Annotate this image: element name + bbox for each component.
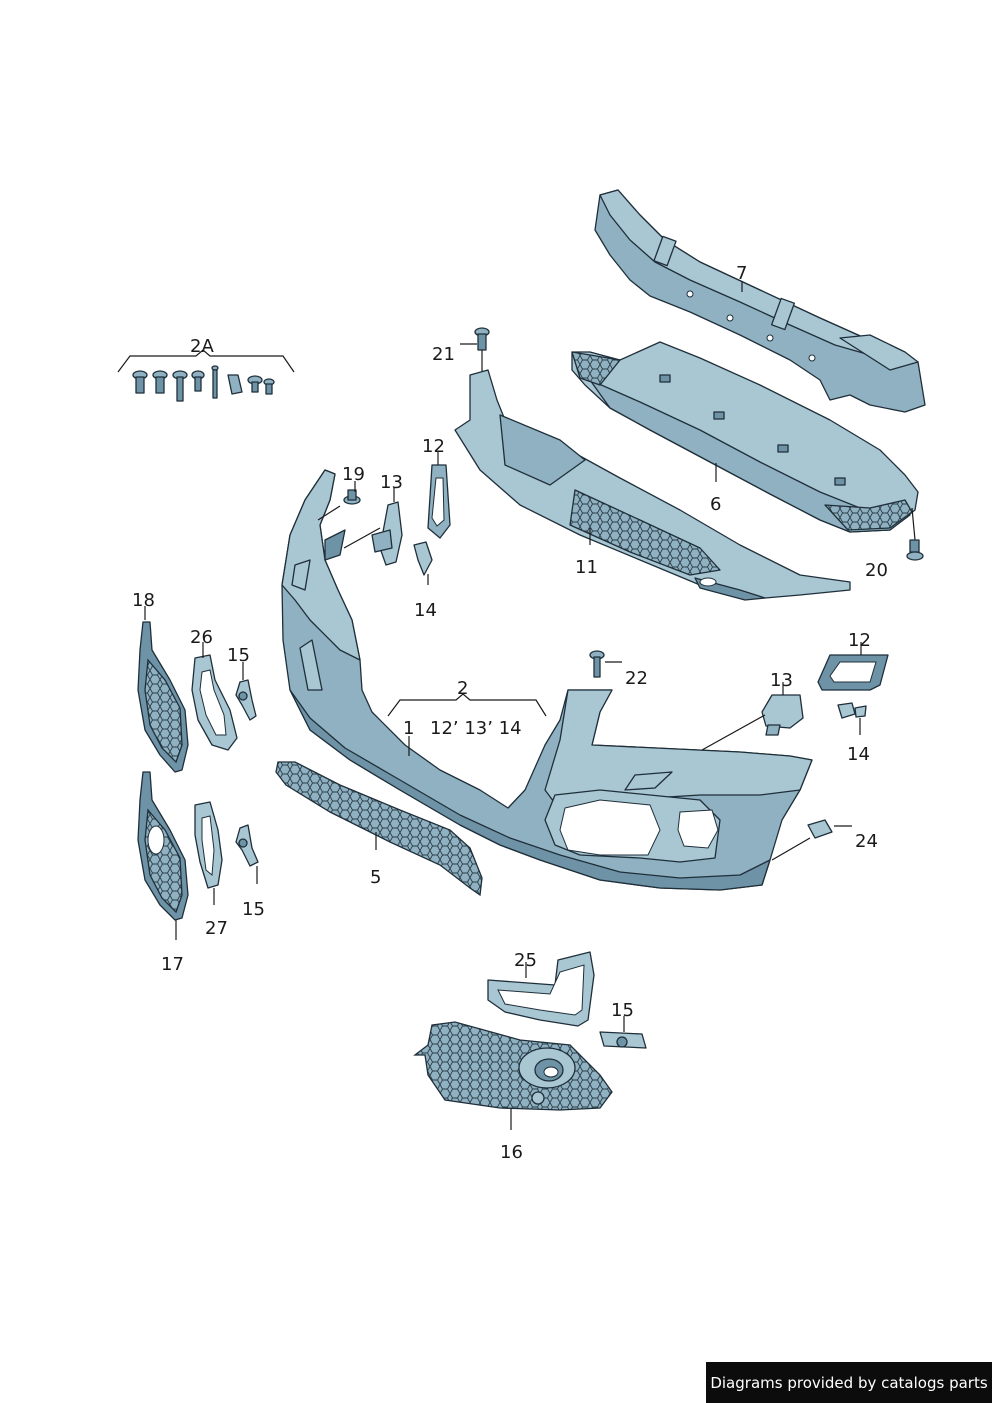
bracket-2 [387, 693, 547, 717]
part-20-screw[interactable] [906, 507, 924, 561]
part-18-grille-insert[interactable] [137, 606, 189, 773]
part-19-screw[interactable] [317, 481, 361, 521]
part-2A-fastener-kit[interactable] [117, 349, 295, 402]
part-15-clip-b[interactable] [235, 824, 259, 884]
callout-26: 26 [190, 627, 213, 648]
part-14-right-clip[interactable] [837, 702, 867, 735]
callout-24: 24 [855, 831, 878, 852]
part-21-clip[interactable] [474, 327, 490, 372]
part-13-right-bracket[interactable] [701, 682, 804, 751]
callout-19: 19 [342, 464, 365, 485]
part-6-undertray[interactable] [571, 341, 919, 533]
callout-27: 27 [205, 918, 228, 939]
callout-1: 1 [403, 718, 414, 739]
callout-group: 12’ 13’ 14 [430, 718, 522, 739]
callout-15b: 15 [242, 899, 265, 920]
part-1-bumper-cover[interactable] [281, 469, 813, 891]
callout-6: 6 [710, 494, 721, 515]
callout-21: 21 [432, 344, 455, 365]
callout-2A: 2A [190, 336, 214, 357]
part-25-trim[interactable] [487, 951, 595, 1027]
credit-label: Diagrams provided by catalogs parts [706, 1362, 992, 1403]
part-22-screw[interactable] [589, 650, 622, 678]
part-16-fog-grille[interactable] [413, 1021, 613, 1130]
part-27-trim[interactable] [194, 801, 223, 905]
callout-22: 22 [625, 668, 648, 689]
part-24-nut[interactable] [771, 819, 852, 861]
callout-2: 2 [457, 678, 468, 699]
callout-13b: 13 [770, 670, 793, 691]
callout-25: 25 [514, 950, 537, 971]
callout-14a: 14 [414, 600, 437, 621]
callout-13a: 13 [380, 472, 403, 493]
part-15-clip-c[interactable] [599, 1016, 647, 1049]
part-17-grille-insert[interactable] [137, 771, 189, 940]
callout-17: 17 [161, 954, 184, 975]
part-11-upper-cover[interactable] [454, 369, 851, 601]
callout-12b: 12 [848, 630, 871, 651]
callout-20: 20 [865, 560, 888, 581]
part-15-clip-a[interactable] [235, 662, 257, 721]
callout-16: 16 [500, 1142, 523, 1163]
callout-11: 11 [575, 557, 598, 578]
part-5-lower-grille[interactable] [275, 761, 483, 897]
callout-14b: 14 [847, 744, 870, 765]
part-7-impact-bar[interactable] [594, 189, 926, 413]
callout-15a: 15 [227, 645, 250, 666]
callout-12a: 12 [422, 436, 445, 457]
callout-5: 5 [370, 867, 381, 888]
part-14-left-clip[interactable] [413, 541, 433, 585]
part-13-left-bracket[interactable] [343, 488, 403, 566]
callout-7: 7 [736, 263, 747, 284]
part-12-right-frame[interactable] [817, 642, 889, 691]
part-12-left-frame[interactable] [427, 452, 451, 539]
callout-18: 18 [132, 590, 155, 611]
part-26-trim[interactable] [191, 642, 238, 751]
callout-15c: 15 [611, 1000, 634, 1021]
